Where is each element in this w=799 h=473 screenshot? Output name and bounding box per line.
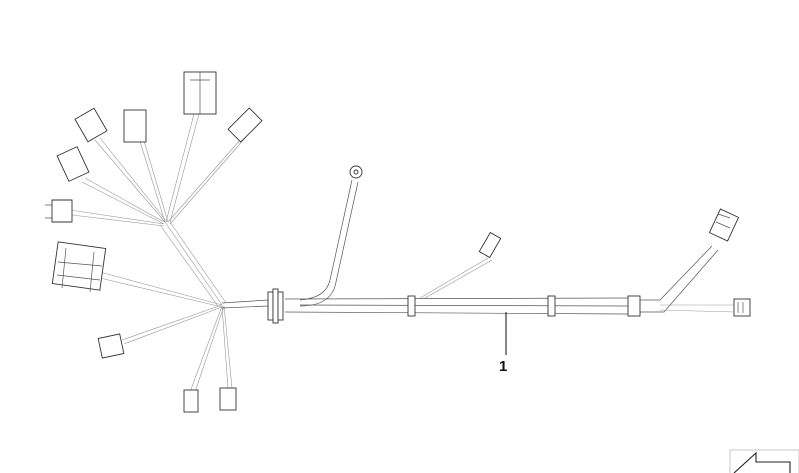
upper-branch-wires	[69, 109, 246, 307]
connector	[419, 231, 502, 299]
lower-branch-wires	[99, 271, 233, 393]
connectors-lower	[97, 333, 237, 413]
fuse-box	[51, 241, 107, 293]
next-page-arrow-icon[interactable]	[729, 449, 799, 473]
clip	[627, 295, 641, 317]
connector	[733, 298, 751, 317]
grommet	[267, 288, 284, 324]
connector	[708, 208, 740, 242]
connectors-upper	[45, 71, 263, 223]
clip	[547, 295, 556, 317]
main-trunk	[221, 245, 736, 315]
clip	[407, 295, 416, 317]
ground-cable	[299, 165, 363, 307]
part-number-label: 1	[499, 358, 508, 375]
